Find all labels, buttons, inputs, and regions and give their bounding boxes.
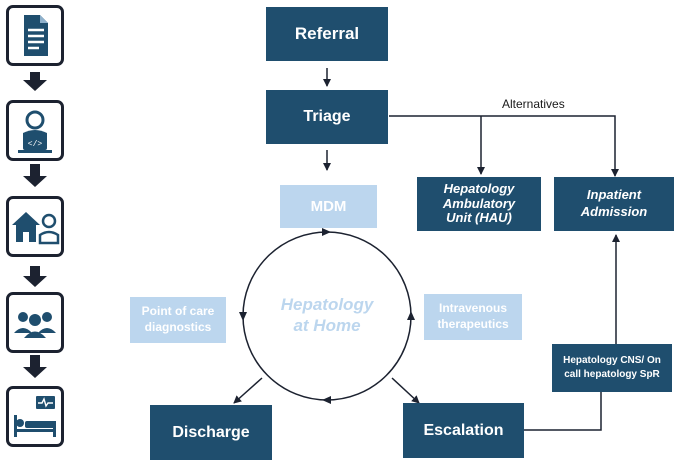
alternatives-label: Alternatives [502, 97, 565, 111]
clinician-computer-icon: </> [6, 100, 64, 161]
hospital-bed-icon [6, 386, 64, 447]
escalation-node: Escalation [403, 403, 524, 458]
intravenous-therapeutics-node: Intravenous therapeutics [424, 294, 522, 340]
document-icon [6, 5, 64, 66]
group-people-icon [6, 292, 64, 353]
discharge-node: Discharge [150, 405, 272, 460]
hepatology-at-home-label: Hepatology at Home [262, 290, 392, 340]
triage-node: Triage [266, 90, 388, 144]
hau-node: Hepatology Ambulatory Unit (HAU) [417, 177, 541, 231]
inpatient-admission-node: Inpatient Admission [554, 177, 674, 231]
point-of-care-node: Point of care diagnostics [130, 297, 226, 343]
svg-text:</>: </> [28, 140, 43, 149]
hah-line2: at Home [293, 316, 361, 335]
home-clinician-icon [6, 196, 64, 257]
mdm-node: MDM [280, 185, 377, 228]
sidebar-arrows [23, 72, 47, 378]
cns-spr-node: Hepatology CNS/ On call hepatology SpR [552, 344, 672, 392]
referral-node: Referral [266, 7, 388, 61]
hah-line1: Hepatology [280, 294, 374, 314]
